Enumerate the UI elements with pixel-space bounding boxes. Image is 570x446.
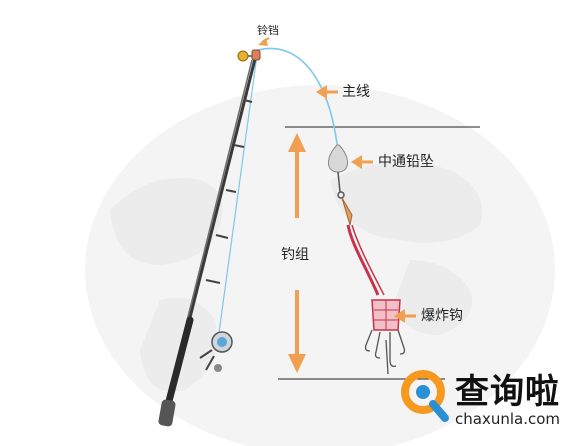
- rig-length-arrow: [288, 133, 306, 373]
- explosion-hook-icon: [341, 197, 406, 375]
- explosion-hook-arrow: [394, 309, 416, 323]
- rig-label: 钓组: [281, 247, 309, 263]
- label-pointer-arrows: [258, 37, 416, 323]
- bell-arrow: [258, 37, 270, 46]
- bell-icon: [237, 49, 261, 62]
- main-line-label: 主线: [342, 84, 370, 100]
- reel-icon: [199, 331, 233, 372]
- watermark-brand: 查询啦: [455, 372, 560, 412]
- main-line-arrow: [316, 85, 338, 99]
- magnifier-q-icon: [401, 370, 449, 422]
- watermark-site: chaxunla.com: [455, 410, 560, 428]
- watermark: 查询啦 chaxunla.com: [395, 360, 565, 440]
- main-line: [257, 47, 339, 153]
- bell-label: 铃铛: [257, 24, 279, 37]
- explosion-hook-label: 爆炸钩: [421, 308, 463, 324]
- sinker-icon: [328, 144, 348, 199]
- sinker-label: 中通铅坠: [378, 154, 434, 170]
- sinker-arrow: [351, 155, 373, 169]
- fishing-rod: [158, 54, 258, 427]
